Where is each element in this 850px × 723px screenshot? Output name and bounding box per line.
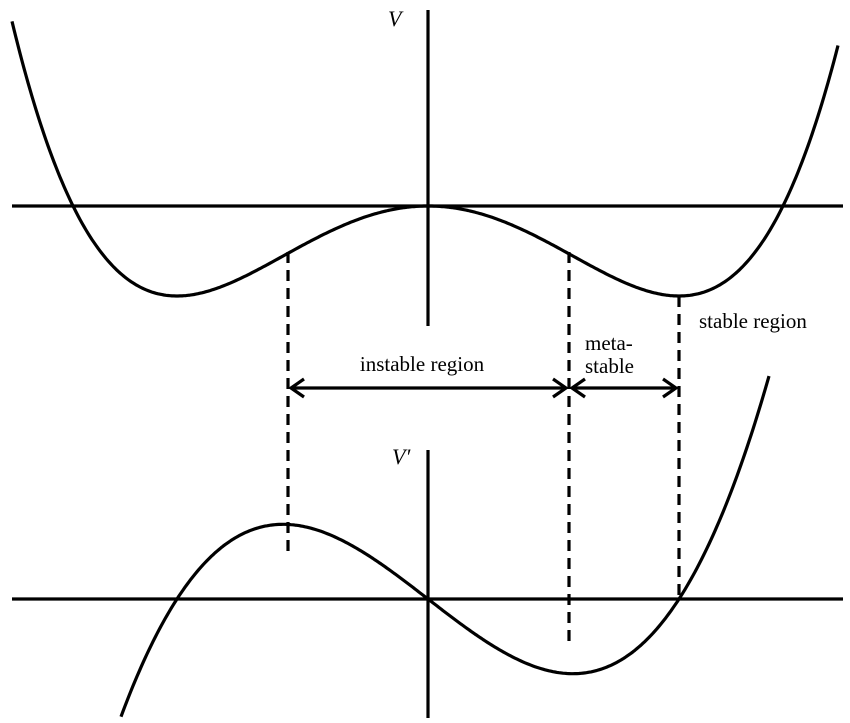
upper-plot: V — [10, 6, 843, 326]
stable-region-label: stable region — [699, 309, 807, 333]
dashed-connectors — [286, 252, 681, 643]
upper-axis-label: V — [388, 6, 404, 31]
instable-arrow-left-head — [288, 377, 305, 399]
lower-axis-label: V′ — [392, 444, 411, 469]
metastable-arrow-right-head — [662, 377, 679, 399]
potential-curve — [10, 21, 840, 298]
lower-plot: V′ — [12, 375, 843, 718]
region-arrows — [288, 377, 679, 399]
metastable-arrow-left-head — [569, 377, 586, 399]
derivative-curve — [119, 375, 771, 718]
metastable-label-line2: stable — [585, 354, 634, 378]
metastable-label-line1: meta- — [585, 331, 633, 355]
instable-arrow-right-head — [552, 377, 569, 399]
instable-region-label: instable region — [360, 352, 485, 376]
